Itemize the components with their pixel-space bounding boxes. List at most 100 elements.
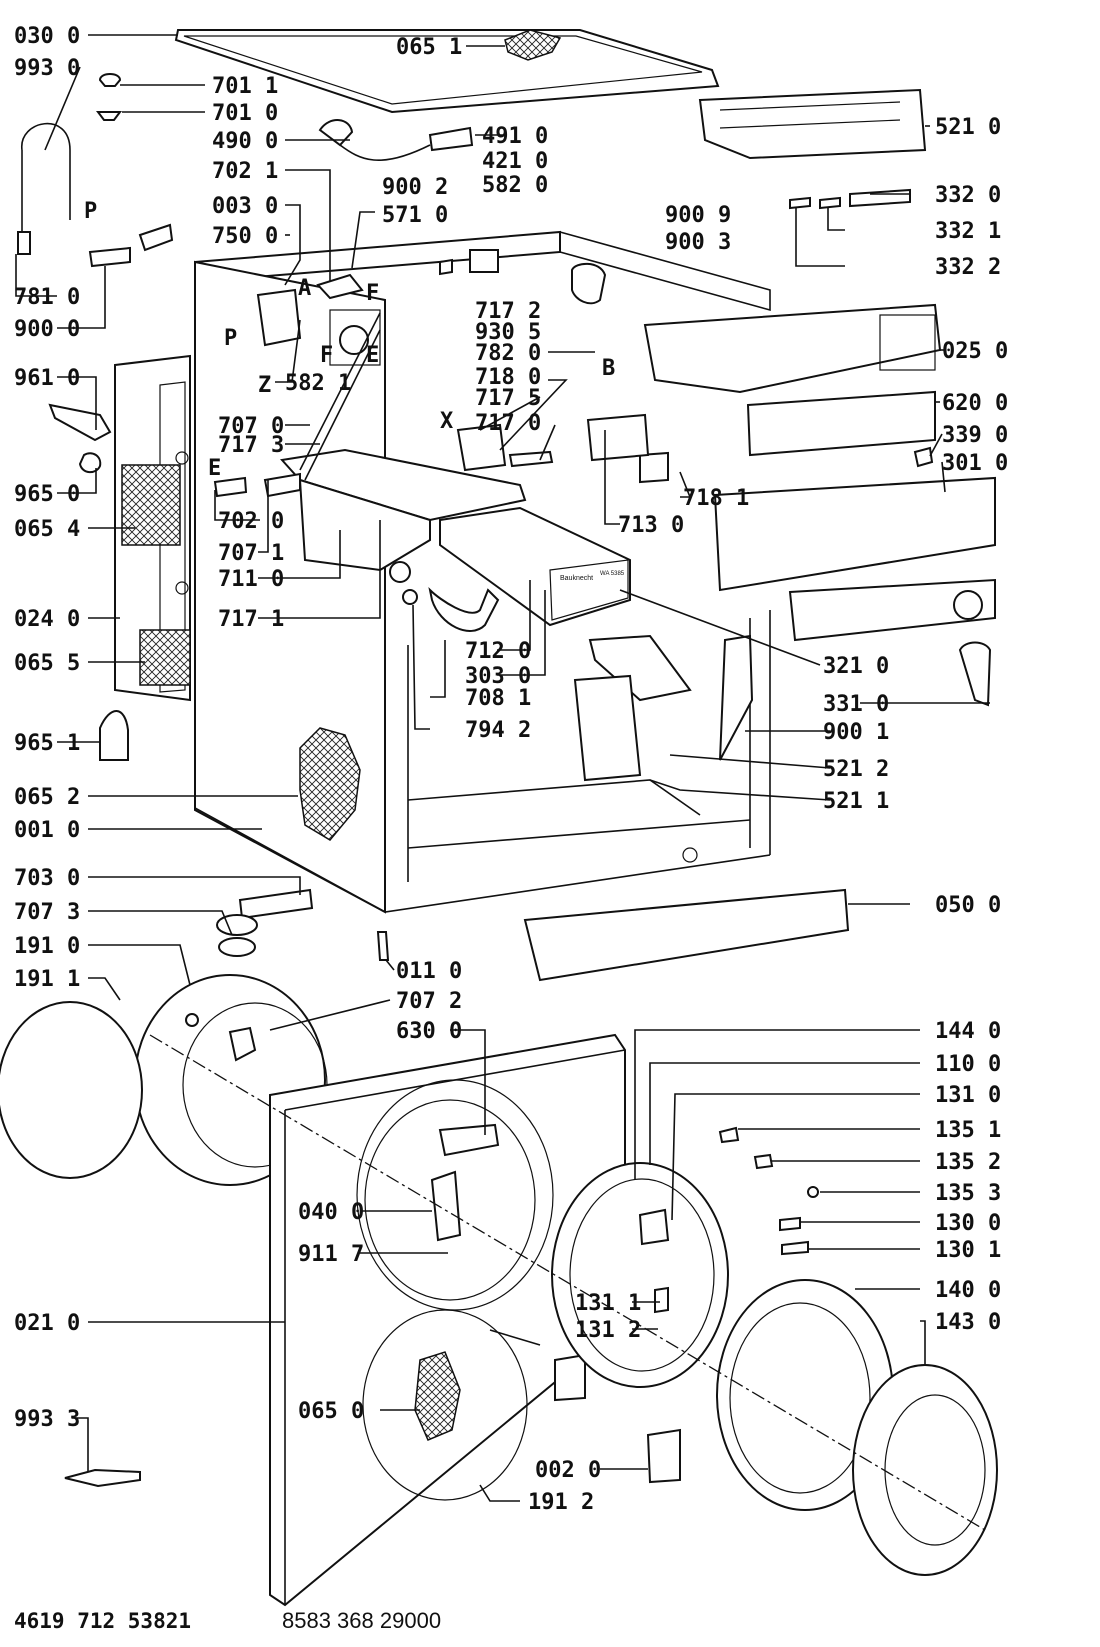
label-993-0: 993 0 bbox=[14, 56, 80, 81]
label-135-1: 135 1 bbox=[935, 1118, 1001, 1143]
label-131-0: 131 0 bbox=[935, 1083, 1001, 1108]
cabinet-001-0 bbox=[194, 230, 771, 914]
label-143-0: 143 0 bbox=[935, 1310, 1001, 1335]
label-701-0: 701 0 bbox=[212, 101, 278, 126]
label-718-1: 718 1 bbox=[683, 486, 749, 511]
label-521-2: 521 2 bbox=[823, 757, 889, 782]
label-303-0: 303 0 bbox=[465, 664, 531, 689]
label-321-0: 321 0 bbox=[823, 654, 889, 679]
label-782-0: 782 0 bbox=[475, 341, 541, 366]
label-011-0: 011 0 bbox=[396, 959, 462, 984]
label-021-0: 021 0 bbox=[14, 1311, 80, 1336]
marker-p-left: P bbox=[224, 326, 237, 351]
label-582-1: 582 1 bbox=[285, 371, 351, 396]
label-713-0: 713 0 bbox=[618, 513, 684, 538]
label-521-1: 521 1 bbox=[823, 789, 889, 814]
part-labels: 030 0 065 1 993 0 701 1 701 0 490 0 491 … bbox=[14, 24, 1008, 1515]
footer-left-code: 4619 712 53821 bbox=[14, 1609, 191, 1633]
label-707-2: 707 2 bbox=[396, 989, 462, 1014]
label-030-0: 030 0 bbox=[14, 24, 80, 49]
label-332-0: 332 0 bbox=[935, 183, 1001, 208]
label-620-0: 620 0 bbox=[942, 391, 1008, 416]
label-065-1: 065 1 bbox=[396, 35, 462, 60]
label-301-0: 301 0 bbox=[942, 451, 1008, 476]
footer: 4619 712 53821 8583 368 29000 bbox=[14, 1608, 441, 1633]
label-332-1: 332 1 bbox=[935, 219, 1001, 244]
label-717-0: 717 0 bbox=[475, 411, 541, 436]
label-718-0: 718 0 bbox=[475, 365, 541, 390]
label-040-0: 040 0 bbox=[298, 1200, 364, 1225]
label-130-1: 130 1 bbox=[935, 1238, 1001, 1263]
label-965-0: 965 0 bbox=[14, 482, 80, 507]
label-961-0: 961 0 bbox=[14, 366, 80, 391]
label-707-3: 707 3 bbox=[14, 900, 80, 925]
side-panel-024-0 bbox=[114, 354, 191, 702]
label-024-0: 024 0 bbox=[14, 607, 80, 632]
label-993-3: 993 3 bbox=[14, 1407, 80, 1432]
insulation-065-4 bbox=[121, 464, 181, 546]
label-717-3: 717 3 bbox=[218, 433, 284, 458]
top-cover-030-0 bbox=[174, 29, 720, 114]
label-707-1: 707 1 bbox=[218, 541, 284, 566]
marker-f-top: F bbox=[366, 281, 379, 306]
label-131-2: 131 2 bbox=[575, 1318, 641, 1343]
dispenser-front-print: Bauknecht WA 5385 bbox=[560, 571, 625, 582]
marker-a: A bbox=[298, 276, 311, 301]
plinth-050-0 bbox=[523, 888, 850, 982]
label-144-0: 144 0 bbox=[935, 1019, 1001, 1044]
label-110-0: 110 0 bbox=[935, 1052, 1001, 1077]
label-571-0: 571 0 bbox=[382, 203, 448, 228]
marker-z: Z bbox=[258, 373, 271, 398]
label-717-2: 717 2 bbox=[475, 299, 541, 324]
label-702-0: 702 0 bbox=[218, 509, 284, 534]
insulation-065-2 bbox=[299, 727, 361, 841]
label-794-2: 794 2 bbox=[465, 718, 531, 743]
marker-e-left: E bbox=[208, 456, 221, 481]
label-490-0: 490 0 bbox=[212, 129, 278, 154]
marker-x: X bbox=[440, 409, 453, 434]
label-703-0: 703 0 bbox=[14, 866, 80, 891]
label-708-1: 708 1 bbox=[465, 686, 531, 711]
label-421-0: 421 0 bbox=[482, 149, 548, 174]
front-panel-021-0 bbox=[269, 1033, 626, 1607]
marker-f-mid: F bbox=[320, 343, 333, 368]
label-900-0: 900 0 bbox=[14, 317, 80, 342]
label-717-5: 717 5 bbox=[475, 386, 541, 411]
valves-and-switches bbox=[256, 249, 607, 472]
label-717-1: 717 1 bbox=[218, 607, 284, 632]
marker-b: B bbox=[602, 356, 615, 381]
insulation-065-5 bbox=[139, 629, 191, 686]
label-965-1: 965 1 bbox=[14, 731, 80, 756]
door-assembly bbox=[551, 1126, 998, 1576]
panel-brand: Bauknecht bbox=[560, 575, 593, 582]
label-701-1: 701 1 bbox=[212, 74, 278, 99]
leader-lines bbox=[15, 34, 990, 1502]
label-191-0: 191 0 bbox=[14, 934, 80, 959]
label-191-1: 191 1 bbox=[14, 967, 80, 992]
label-135-3: 135 3 bbox=[935, 1181, 1001, 1206]
footer-right-code: 8583 368 29000 bbox=[282, 1608, 441, 1633]
label-191-2: 191 2 bbox=[528, 1490, 594, 1515]
label-521-0: 521 0 bbox=[935, 115, 1001, 140]
label-900-2: 900 2 bbox=[382, 175, 448, 200]
label-065-5: 065 5 bbox=[14, 651, 80, 676]
label-065-0: 065 0 bbox=[298, 1399, 364, 1424]
hoses-and-pipes bbox=[17, 73, 474, 1488]
inner-brackets-521 bbox=[573, 634, 754, 782]
label-050-0: 050 0 bbox=[935, 893, 1001, 918]
label-491-0: 491 0 bbox=[482, 124, 548, 149]
label-003-0: 003 0 bbox=[212, 194, 278, 219]
sound-insulation-065-1 bbox=[504, 29, 562, 61]
letter-markers: P A F P F E Z B X E bbox=[84, 199, 615, 481]
label-712-0: 712 0 bbox=[465, 639, 531, 664]
label-707-0: 707 0 bbox=[218, 414, 284, 439]
label-140-0: 140 0 bbox=[935, 1278, 1001, 1303]
label-900-1: 900 1 bbox=[823, 720, 889, 745]
label-702-1: 702 1 bbox=[212, 159, 278, 184]
control-electronics bbox=[586, 88, 996, 707]
label-930-5: 930 5 bbox=[475, 320, 541, 345]
label-911-7: 911 7 bbox=[298, 1242, 364, 1267]
label-711-0: 711 0 bbox=[218, 567, 284, 592]
